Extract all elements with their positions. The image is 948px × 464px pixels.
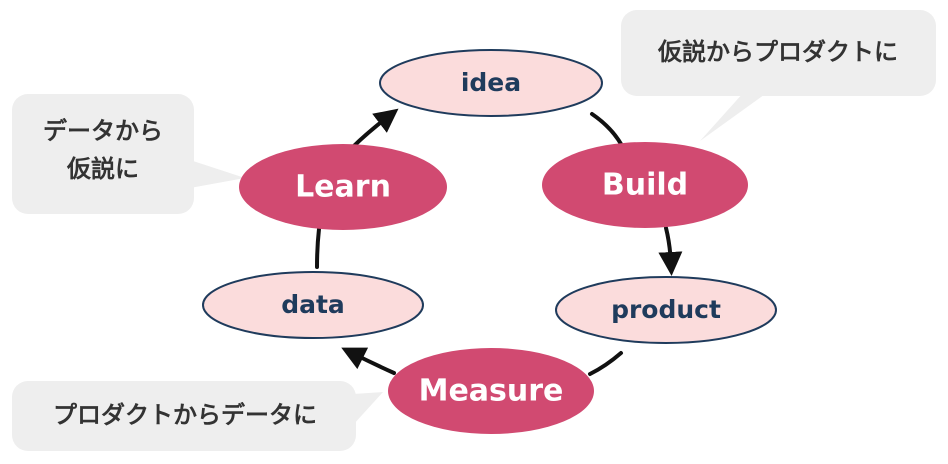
arrow-measure-to-data	[341, 347, 396, 375]
node-build: Build	[542, 142, 748, 228]
node-measure: Measure	[388, 348, 594, 434]
callout-build-text: 仮説からプロダクトに	[657, 38, 898, 66]
node-data-shape	[202, 271, 424, 339]
arrow-idea-to-build	[590, 112, 623, 146]
callout-measure-pointer	[353, 392, 383, 425]
node-product-label: product	[611, 295, 721, 324]
callout-build-bubble	[621, 10, 936, 96]
callout-build: 仮説からプロダクトに	[621, 10, 936, 141]
node-measure-label: Measure	[419, 374, 564, 409]
node-product-shape	[555, 276, 777, 344]
node-learn-shape	[239, 144, 447, 230]
callout-learn-bubble	[12, 94, 194, 214]
node-measure-shape	[388, 348, 594, 434]
node-idea: idea	[379, 49, 603, 117]
node-build-shape	[542, 142, 748, 228]
callout-measure: プロダクトからデータに	[12, 381, 383, 451]
callout-learn: データから 仮説に	[12, 94, 245, 214]
callout-learn-pointer	[190, 160, 245, 188]
node-data-label: data	[281, 290, 345, 319]
callout-measure-text: プロダクトからデータに	[53, 401, 317, 429]
node-learn: Learn	[239, 144, 447, 230]
callout-build-pointer	[700, 92, 768, 141]
node-learn-label: Learn	[295, 170, 391, 205]
callout-measure-bubble	[12, 381, 356, 451]
node-idea-shape	[379, 49, 603, 117]
arrow-build-to-product	[658, 226, 683, 276]
node-data: data	[202, 271, 424, 339]
callout-learn-text-line2: 仮説に	[66, 155, 139, 183]
arrow-data-to-learn	[315, 227, 321, 269]
node-idea-label: idea	[461, 68, 521, 97]
callout-learn-text-line1: データから	[43, 117, 163, 145]
node-build-label: Build	[602, 168, 688, 203]
arrow-product-to-measure	[588, 351, 623, 376]
node-product: product	[555, 276, 777, 344]
